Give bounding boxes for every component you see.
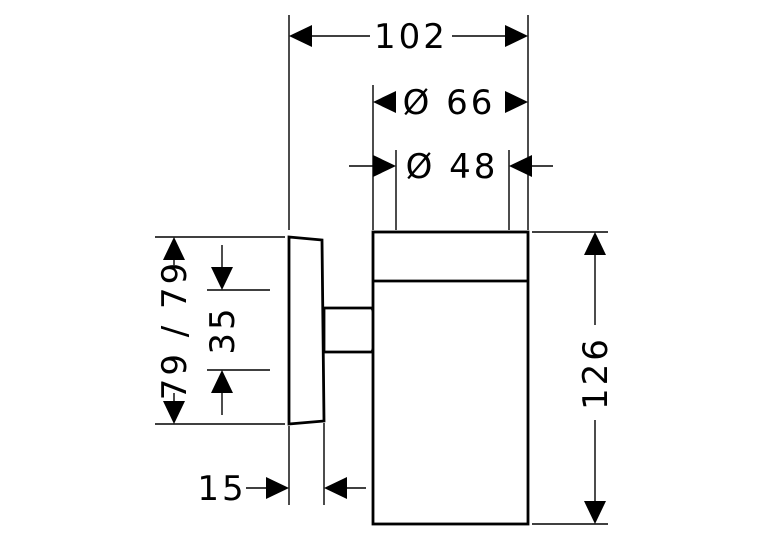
wall-plate <box>287 235 326 426</box>
dimension-outer-diameter: Ø 66 <box>372 83 528 230</box>
inner-diameter-label: Ø 48 <box>406 147 499 187</box>
tumbler-holder <box>371 230 530 526</box>
outer-diameter-label: Ø 66 <box>403 83 496 123</box>
overall-width-label: 102 <box>374 17 448 57</box>
dimension-mount-spacing: 35 <box>203 245 270 415</box>
connecting-arm <box>322 306 378 354</box>
backplate-height-label: 79 / 79 <box>155 260 195 401</box>
dimension-inner-diameter: Ø 48 <box>349 147 553 230</box>
backplate-depth-label: 15 <box>197 469 246 509</box>
holder-height-label: 126 <box>576 336 616 410</box>
dimension-overall-width: 102 <box>288 15 529 230</box>
dimension-backplate-depth: 15 <box>197 423 366 509</box>
mount-spacing-label: 35 <box>203 305 243 354</box>
dimension-backplate-height: 79 / 79 <box>155 236 285 425</box>
dimension-holder-height: 126 <box>532 231 616 525</box>
